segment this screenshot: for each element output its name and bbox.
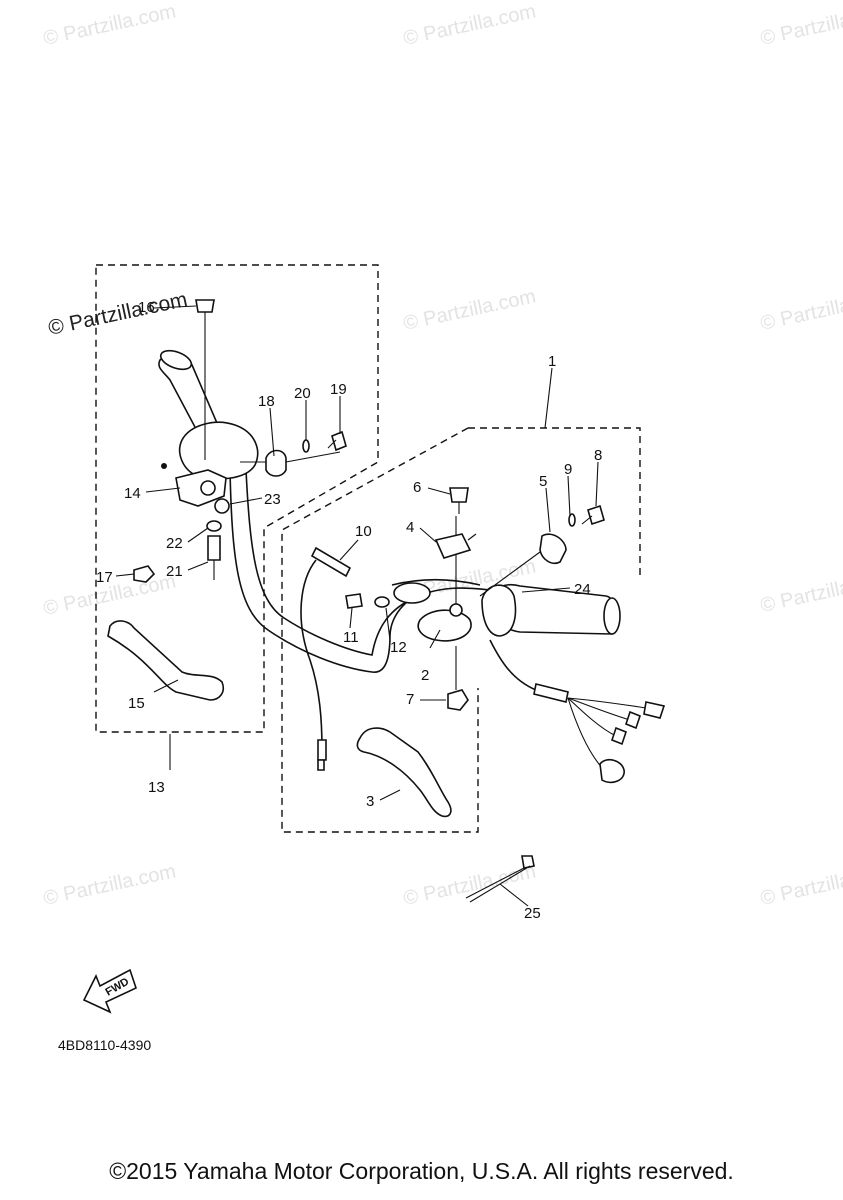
- right-switch-assembly-box-top: [468, 427, 641, 576]
- wire-harness: [489, 639, 666, 784]
- callout-7: 7: [406, 691, 414, 708]
- watermark: © Partzilla.com: [401, 285, 537, 335]
- callout-19: 19: [330, 381, 347, 398]
- callout-12: 12: [390, 639, 407, 656]
- callout-6: 6: [413, 479, 421, 496]
- callout-24: 24: [574, 581, 591, 598]
- watermark: © Partzilla.com: [401, 0, 537, 50]
- watermark: © Partzilla.com: [46, 288, 189, 340]
- throttle-cable-10: [300, 546, 352, 771]
- callout-8: 8: [594, 447, 602, 464]
- watermark: © Partzilla.com: [758, 0, 843, 50]
- callout-1: 1: [548, 353, 556, 370]
- diagram-code: 4BD8110-4390: [58, 1037, 151, 1053]
- nut-7: [447, 689, 469, 711]
- callout-18: 18: [258, 393, 275, 410]
- screw-19: [327, 430, 347, 452]
- callout-10: 10: [355, 523, 372, 540]
- right-lever-assembly-box: [281, 427, 479, 833]
- leader-lines: [115, 305, 599, 907]
- copyright-notice: ©2015 Yamaha Motor Corporation, U.S.A. A…: [109, 1158, 734, 1184]
- right-grip: [481, 583, 621, 637]
- watermark-layer: © Partzilla.com © Partzilla.com © Partzi…: [41, 0, 843, 910]
- nut-17: [133, 565, 156, 583]
- watermark: © Partzilla.com: [758, 285, 843, 335]
- watermark: © Partzilla.com: [401, 860, 537, 910]
- callout-14: 14: [124, 485, 141, 502]
- callout-22: 22: [166, 535, 183, 552]
- fwd-arrow-icon: FWD: [82, 968, 137, 1014]
- washer-9: [568, 513, 576, 527]
- bolt-6: [449, 487, 469, 514]
- callout-5: 5: [539, 473, 547, 490]
- bolt-11-nut-12: [345, 593, 390, 609]
- callout-2: 2: [421, 667, 429, 684]
- callout-21: 21: [166, 563, 183, 580]
- callout-20: 20: [294, 385, 311, 402]
- clamp-5: [479, 533, 567, 597]
- adjuster-21-22: [206, 520, 222, 580]
- watermark: © Partzilla.com: [758, 567, 843, 617]
- right-lever-3: [356, 727, 452, 818]
- left-bolt-16: [195, 299, 215, 460]
- cable-clamp-18: [240, 449, 341, 477]
- callout-15: 15: [128, 695, 145, 712]
- left-lever-holder: [161, 463, 230, 514]
- left-lever-15: [107, 620, 225, 701]
- callout-17: 17: [96, 569, 113, 586]
- callout-9: 9: [564, 461, 572, 478]
- watermark: © Partzilla.com: [41, 0, 177, 50]
- left-grip: [158, 349, 259, 480]
- callout-23: 23: [264, 491, 281, 508]
- callout-3: 3: [366, 793, 374, 810]
- callout-16: 16: [138, 299, 155, 316]
- callout-4: 4: [406, 519, 414, 536]
- callout-25: 25: [524, 905, 541, 922]
- callout-11: 11: [343, 629, 359, 646]
- right-lever-holder-2: [417, 516, 472, 690]
- callout-13: 13: [148, 779, 165, 796]
- left-lever-assembly-box: [95, 264, 379, 733]
- handlebar: [229, 469, 491, 673]
- watermark: © Partzilla.com: [758, 860, 843, 910]
- watermark: © Partzilla.com: [41, 860, 177, 910]
- callout-labels: 1 2 3 4 5 6 7 8 9 10 11 12 13 14 15 16 1…: [96, 299, 602, 922]
- washer-20: [302, 439, 310, 453]
- switch-4: [434, 533, 477, 559]
- screw-8: [581, 504, 605, 526]
